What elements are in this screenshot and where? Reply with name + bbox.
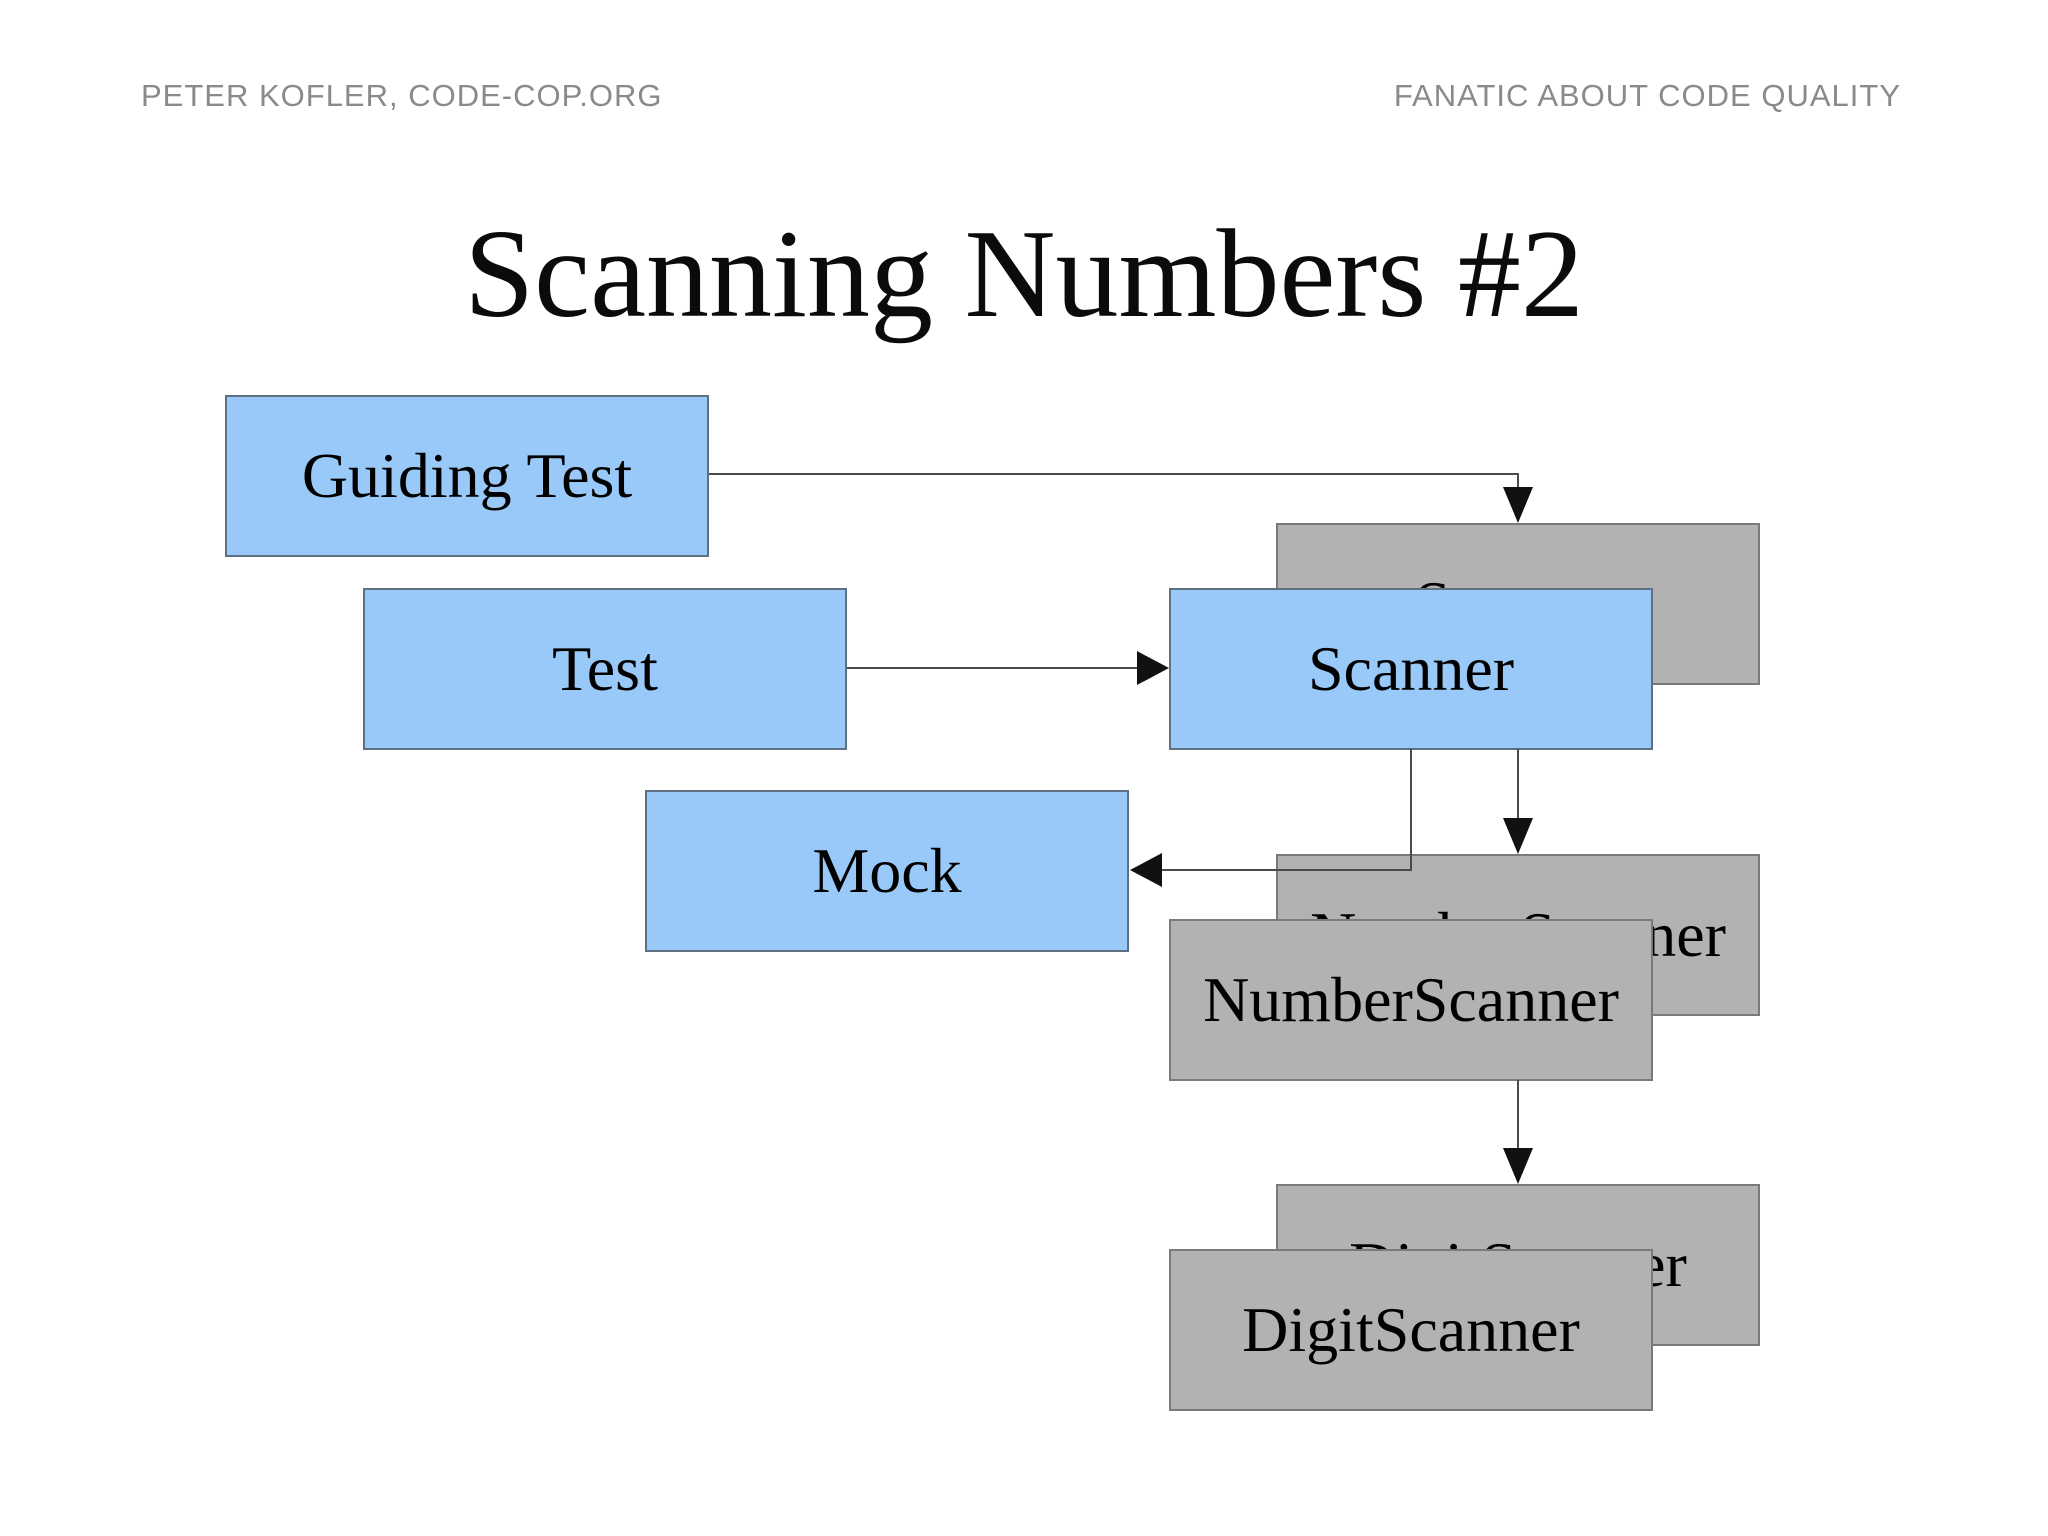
node-scanner-label: Scanner [1307, 633, 1515, 704]
node-mock: Mock [645, 790, 1129, 952]
edge-scanner-mock-hline [1160, 869, 1412, 871]
node-digitscanner-label: DigitScanner [1242, 1294, 1580, 1365]
edge-numberscanner-digitscanner-line [1517, 1080, 1519, 1150]
edge-scanner-mock-arrowhead [1130, 853, 1162, 887]
edge-numberscanner-digitscanner-arrowhead [1503, 1148, 1533, 1184]
header-tagline: FANATIC ABOUT CODE QUALITY [1393, 78, 1901, 113]
node-mock-label: Mock [812, 835, 962, 906]
edge-test-scanner-arrowhead [1137, 651, 1169, 685]
node-scanner: Scanner [1169, 588, 1653, 750]
node-numberscanner: NumberScanner [1169, 919, 1653, 1081]
edge-guidingtest-scanner-arrowhead [1503, 487, 1533, 523]
edge-test-scanner-line [847, 667, 1141, 669]
node-numberscanner-label: NumberScanner [1203, 964, 1619, 1035]
edge-scanner-numberscanner-line [1517, 749, 1519, 819]
edge-scanner-numberscanner-arrowhead [1503, 818, 1533, 854]
slide-title: Scanning Numbers #2 [464, 205, 1584, 344]
edge-guidingtest-scanner-vline [1517, 473, 1519, 493]
edge-scanner-mock-vline [1410, 749, 1412, 871]
node-guiding-test: Guiding Test [225, 395, 709, 557]
node-test-label: Test [552, 633, 658, 704]
node-guiding-test-label: Guiding Test [301, 440, 633, 511]
edge-guidingtest-scanner-hline [709, 473, 1519, 475]
header-author: PETER KOFLER, CODE-COP.ORG [141, 78, 663, 113]
node-test: Test [363, 588, 847, 750]
node-digitscanner: DigitScanner [1169, 1249, 1653, 1411]
